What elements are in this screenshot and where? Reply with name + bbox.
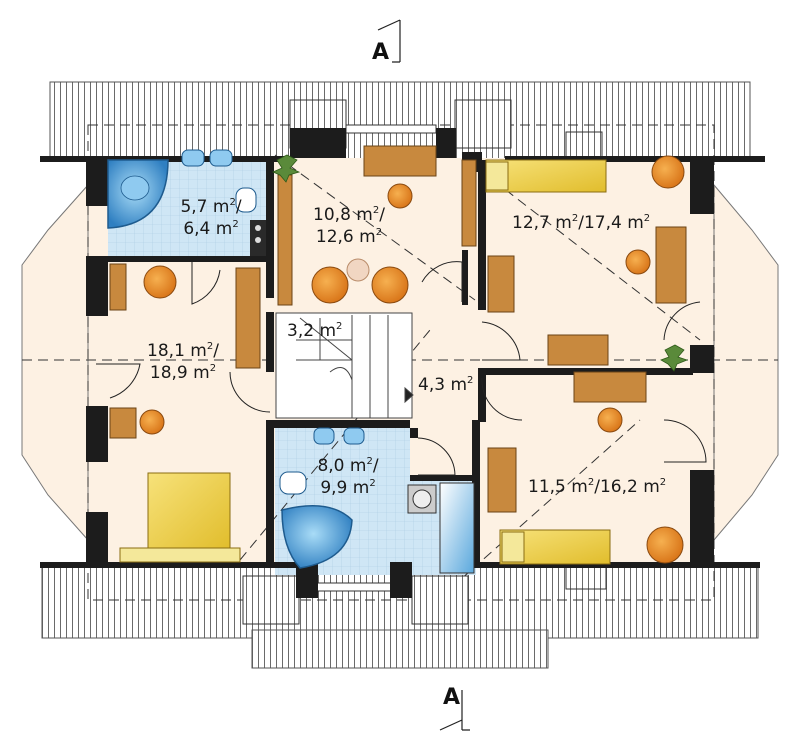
room-label-hall: 4,3 m2 bbox=[418, 375, 474, 395]
washbasin bbox=[209, 149, 233, 167]
washbasin bbox=[181, 149, 205, 167]
section-mark-bottom: A bbox=[443, 685, 461, 710]
bathroom-center-fixtures bbox=[279, 427, 475, 574]
washbasin bbox=[313, 427, 335, 445]
room-label-bedroom-w: 18,1 m2/ 18,9 m2 bbox=[147, 341, 219, 383]
toilet bbox=[235, 187, 257, 213]
plants bbox=[272, 154, 689, 372]
toilet bbox=[279, 471, 307, 495]
shower-glass bbox=[439, 482, 475, 574]
section-mark-top: A bbox=[372, 40, 390, 65]
coffee-table bbox=[346, 258, 370, 282]
beds bbox=[119, 159, 611, 565]
room-label-bathroom-top: 5,7 m2/ 6,4 m2 bbox=[180, 197, 242, 239]
washbasin bbox=[343, 427, 365, 445]
corner-bathtub bbox=[281, 505, 353, 569]
room-label-stairs: 3,2 m2 bbox=[287, 321, 343, 341]
dormers bbox=[242, 99, 607, 625]
room-label-bedroom-ne: 12,7 m2/17,4 m2 bbox=[512, 213, 651, 233]
doors bbox=[96, 261, 707, 476]
bathroom-top-fixtures bbox=[107, 149, 266, 256]
chairs bbox=[139, 155, 685, 564]
room-label-bathroom-center: 8,0 m2/ 9,9 m2 bbox=[317, 456, 379, 498]
section-markers bbox=[377, 19, 470, 731]
room-label-study: 10,8 m2/ 12,6 m2 bbox=[313, 205, 385, 247]
staircase bbox=[275, 312, 414, 419]
room-label-bedroom-se: 11,5 m2/16,2 m2 bbox=[528, 477, 667, 497]
furniture-wood bbox=[109, 145, 687, 513]
